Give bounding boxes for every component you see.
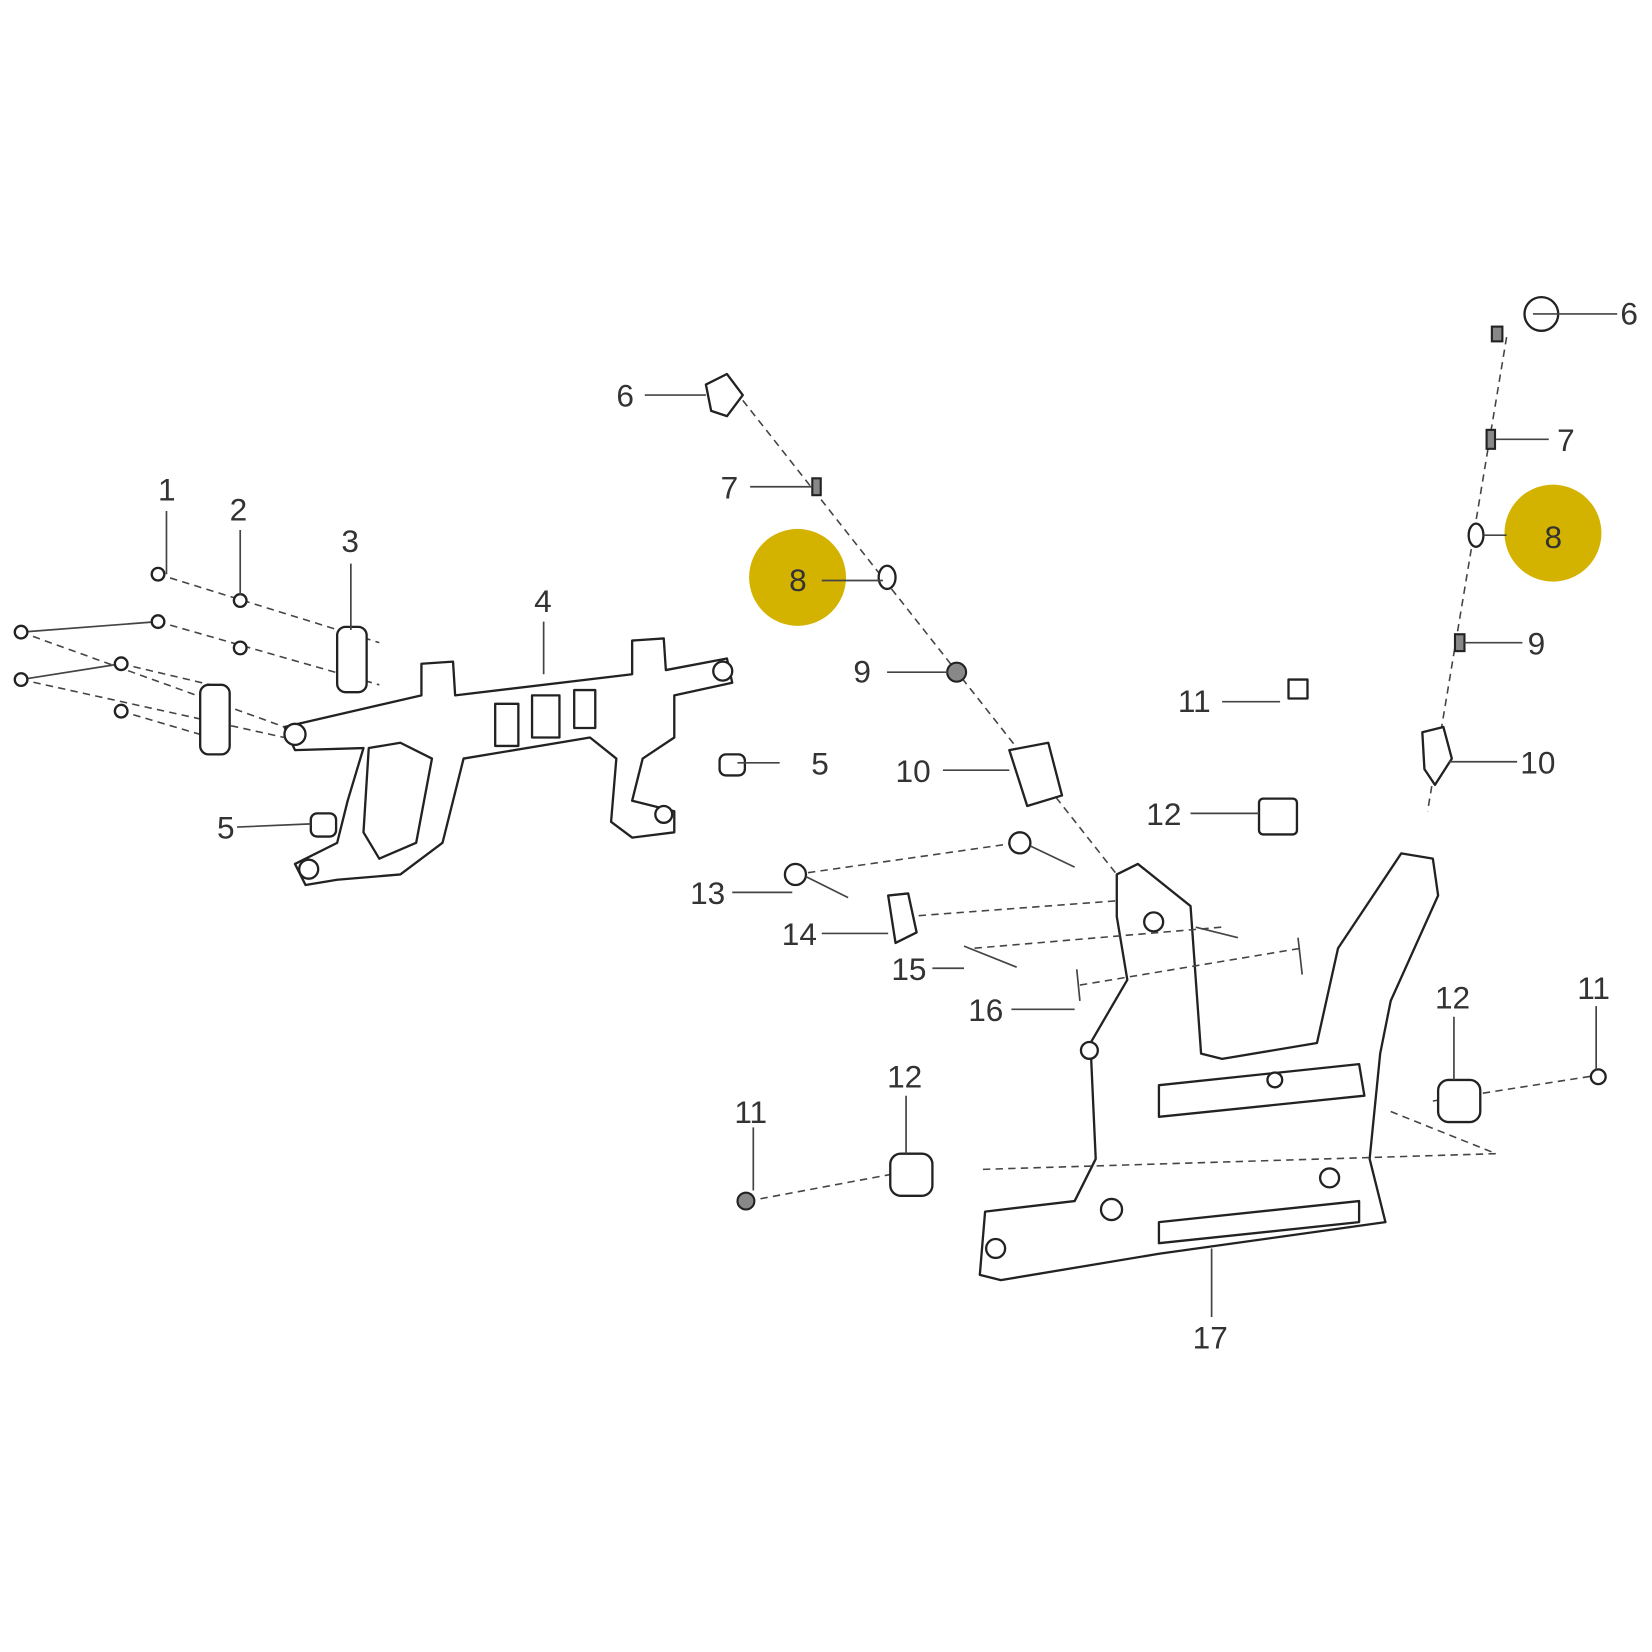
callout-12-right: 12	[1435, 979, 1470, 1015]
callout-9-right: 9	[1528, 625, 1546, 661]
callout-9-left: 9	[853, 654, 871, 690]
callout-1: 1	[158, 471, 176, 507]
part-17-subframe	[978, 852, 1440, 1282]
callout-16: 16	[968, 992, 1003, 1028]
callout-17: 17	[1193, 1320, 1228, 1356]
callout-14: 14	[782, 916, 817, 952]
callout-11-left: 11	[734, 1094, 767, 1130]
callout-5-left: 5	[217, 810, 235, 846]
callout-6-left: 6	[616, 378, 634, 414]
callout-5-right: 5	[811, 745, 829, 781]
callout-2: 2	[230, 491, 248, 527]
part-4-crossmember	[283, 637, 734, 887]
callout-12-left: 12	[887, 1058, 922, 1094]
highlight-circle-8-right	[1504, 484, 1602, 582]
callout-8-right: 8	[1545, 519, 1563, 555]
callout-3: 3	[341, 523, 359, 559]
callout-12-top: 12	[1146, 796, 1181, 832]
small-fasteners	[704, 295, 1560, 836]
highlight-circle-8-left	[749, 528, 847, 626]
callout-10-right: 10	[1520, 744, 1555, 780]
callout-10-left: 10	[896, 753, 931, 789]
callout-15: 15	[891, 951, 926, 987]
assembly-line-left	[742, 399, 1118, 875]
callout-4: 4	[534, 583, 552, 619]
assembly-line-right	[1426, 337, 1508, 812]
callout-7-left: 7	[721, 469, 739, 505]
callout-11-top: 11	[1178, 683, 1211, 719]
mount-fasteners	[736, 831, 1607, 1211]
left-fasteners	[13, 566, 747, 838]
callout-6-right: 6	[1620, 296, 1638, 332]
callout-11-right: 11	[1577, 970, 1610, 1006]
callout-7-right: 7	[1557, 422, 1575, 458]
callout-8-left: 8	[789, 562, 807, 598]
callout-13: 13	[690, 875, 725, 911]
leader-lines	[165, 313, 1618, 1317]
